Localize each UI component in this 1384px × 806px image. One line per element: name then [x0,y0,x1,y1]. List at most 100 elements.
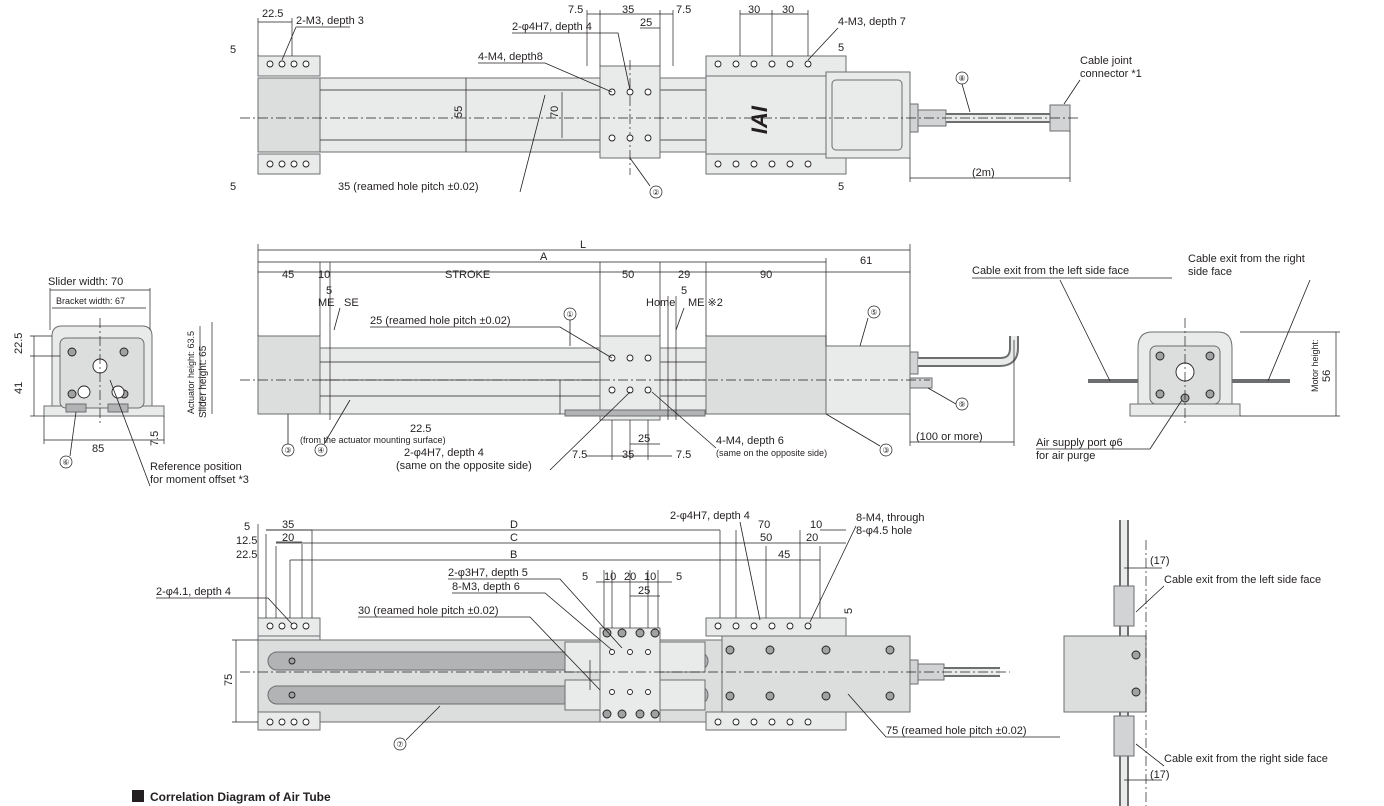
label-me: ME [318,297,335,309]
marker-7: ⑦ [393,737,407,751]
label-m3-depth7: 4-M3, depth 7 [838,16,906,28]
marker-2: ② [649,185,663,199]
bottom-slider [599,627,661,723]
label-from-surface: (from the actuator mounting surface) [300,435,446,445]
label-slider-width: Slider width: 70 [48,276,123,288]
dim-12-5: 12.5 [236,535,257,547]
dim-17-bottom: (17) [1150,769,1170,781]
label-cable-right-2: side face [1188,266,1232,278]
side-view: L A 45 10 STROKE 50 29 90 61 5 5 ME SE H… [240,239,1019,472]
svg-text:⑤: ⑤ [870,308,877,317]
dim-20-r-bottom: 20 [806,532,818,544]
dim-D: D [510,519,518,531]
svg-text:②: ② [652,188,659,197]
dim-20-small: 20 [624,571,636,583]
label-phi4-1: 2-φ4.1, depth 4 [156,586,231,598]
dim-7-5-right: 7.5 [676,4,691,16]
label-reamed-25: 25 (reamed hole pitch ±0.02) [370,315,511,327]
label-connector: connector *1 [1080,68,1142,80]
marker-4: ④ [314,443,328,457]
label-air-supply: Air supply port φ6 [1036,437,1123,449]
label-same-opposite: (same on the opposite side) [396,460,532,472]
dim-22-5-bottom: 22.5 [236,549,257,561]
dim-7-5-b: 7.5 [676,449,691,461]
top-motor-cover [825,71,911,159]
bottom-view: 5 12.5 22.5 35 20 D C B 2-φ4H7, depth 4 … [156,510,1060,738]
label-m3-depth3: 2-M3, depth 3 [296,15,364,27]
iai-logo: IAI [747,105,772,134]
svg-text:⑦: ⑦ [396,740,403,749]
svg-text:⑨: ⑨ [958,400,965,409]
label-m4-depth8: 4-M4, depth8 [478,51,543,63]
dim-70: 70 [549,106,561,118]
svg-text:①: ① [566,310,573,319]
label-cable-right-right-view: Cable exit from the right side face [1164,753,1328,765]
dim-5a: 5 [582,571,588,583]
dim-70-bottom: 70 [758,519,770,531]
dim-25-side: 25 [638,433,650,445]
label-phi4h7-bottom: 2-φ4H7, depth 4 [670,510,750,522]
dim-22-5: 22.5 [262,8,283,20]
dim-10b: 10 [644,571,656,583]
label-reamed-35: 35 (reamed hole pitch ±0.02) [338,181,479,193]
marker-3-right: ③ [879,443,893,457]
dim-7-5-a: 7.5 [572,449,587,461]
bottom-bracket-top-left [257,617,321,637]
dim-B: B [510,549,517,561]
section-heading: Correlation Diagram of Air Tube [150,790,331,804]
dim-75: 75 [223,674,235,686]
label-reamed-30: 30 (reamed hole pitch ±0.02) [358,605,499,617]
dim-10: 10 [318,269,330,281]
label-m4-through: 8-M4, through [856,512,924,524]
motor-view: Cable exit from the left side face Cable… [972,253,1340,462]
dim-50: 50 [622,269,634,281]
label-m4-depth6: 4-M4, depth 6 [716,435,784,447]
top-view: IAI 22.5 2-M3, depth 3 5 5 5 5 7.5 35 7.… [230,4,1142,193]
dim-7-5-left: 7.5 [568,4,583,16]
dim-A: A [540,251,548,263]
marker-5: ⑤ [867,305,881,319]
dim-5-br: 5 [838,181,844,193]
label-cable-left: Cable exit from the left side face [972,265,1129,277]
dim-stroke: STROKE [445,269,490,281]
dim-35-side: 35 [622,449,634,461]
dim-5-bl: 5 [230,181,236,193]
svg-text:④: ④ [317,446,324,455]
svg-text:③: ③ [882,446,889,455]
dim-61: 61 [860,255,872,267]
label-cable-joint: Cable joint [1080,55,1132,67]
dim-5b: 5 [676,571,682,583]
dim-56: 56 [1321,370,1333,382]
dim-50-bottom: 50 [760,532,772,544]
marker-8: ⑧ [955,71,969,85]
marker-9: ⑨ [955,397,969,411]
label-phi3h7: 2-φ3H7, depth 5 [448,567,528,579]
side-slider [599,335,661,421]
label-cable-right-1: Cable exit from the right [1188,253,1305,265]
dim-L: L [580,239,586,251]
label-m3-depth6: 8-M3, depth 6 [452,581,520,593]
top-bracket-bottom-left [257,153,321,175]
dim-90: 90 [760,269,772,281]
marker-6: ⑥ [59,455,73,469]
end-view: Slider width: 70 Bracket width: 67 22.5 … [13,276,249,487]
dim-30-a: 30 [748,4,760,16]
bottom-motor [721,635,911,713]
dim-5-v: 5 [843,608,855,614]
dim-2m: (2m) [972,167,995,179]
dim-5-tr: 5 [838,42,844,54]
label-actuator-height: Actuator height: 63.5 [186,331,196,414]
label-air-purge: for air purge [1036,450,1095,462]
part-markers: ① ② ③ ③ ④ ⑤ ⑥ ⑦ ⑧ ⑨ [59,71,971,751]
dim-35: 35 [622,4,634,16]
label-phi4h7-depth4: 2-φ4H7, depth 4 [512,21,592,33]
dim-22-5-side: 22.5 [410,423,431,435]
dim-30-b: 30 [782,4,794,16]
bottom-bracket-bottom-left [257,711,321,731]
marker-3-left: ③ [281,443,295,457]
label-moment-offset: for moment offset *3 [150,474,249,486]
dim-5-r: 5 [681,285,687,297]
dim-55: 55 [453,106,465,118]
dim-C: C [510,532,518,544]
